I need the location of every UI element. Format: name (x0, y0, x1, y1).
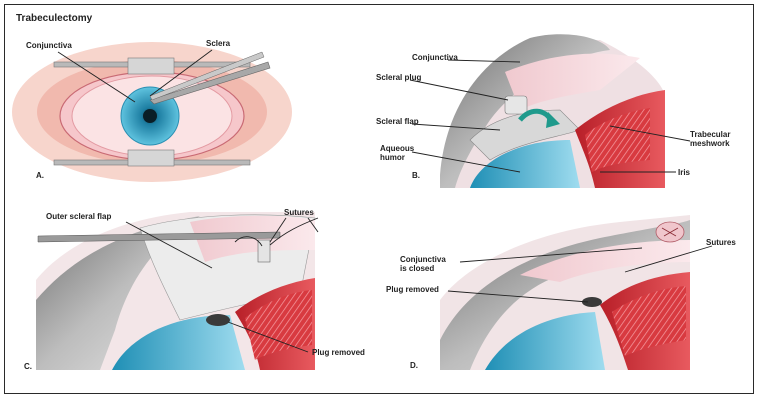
label-b-aqueous-2: humor (380, 153, 405, 162)
panel-d-aqueous (485, 312, 605, 370)
label-b-conjunctiva: Conjunctiva (412, 53, 458, 62)
label-c-outer-scleral-flap: Outer scleral flap (46, 212, 111, 221)
panel-c-gray-fold (36, 216, 200, 370)
panel-c-letter: C. (24, 362, 32, 371)
label-b-scleral-plug: Scleral plug (376, 73, 421, 82)
panel-c-opening (206, 314, 230, 326)
panel-b-letter: B. (412, 171, 420, 180)
label-b-trabecular-2: meshwork (690, 139, 730, 148)
panel-c-forceps (37, 231, 281, 243)
panel-a-letter: A. (36, 171, 44, 180)
label-c-sutures: Sutures (284, 208, 314, 217)
panel-b-scleral-plug (504, 95, 528, 115)
label-d-sutures: Sutures (706, 238, 736, 247)
panel-b-conjunctiva (505, 53, 640, 110)
label-d-conjunctiva-1: Conjunctiva (400, 255, 446, 264)
panel-a-forceps (149, 61, 271, 105)
label-b-scleral-flap: Scleral flap (376, 117, 419, 126)
panel-a: Conjunctiva Sclera A. (12, 39, 292, 182)
panel-a-pupil (143, 109, 157, 123)
label-a-sclera: Sclera (206, 39, 231, 48)
panel-d: Conjunctiva is closed Sutures Plug remov… (386, 215, 736, 370)
label-b-iris: Iris (678, 168, 691, 177)
panel-b-trabecular-meshwork (585, 108, 650, 172)
label-d-conjunctiva-2: is closed (400, 264, 434, 273)
panel-d-letter: D. (410, 361, 418, 370)
label-b-trabecular-1: Trabecular (690, 130, 730, 139)
panel-b-conjunctiva-fold (440, 34, 610, 188)
panel-d-suture-site (655, 221, 685, 243)
figure-title: Trabeculectomy (16, 13, 93, 24)
panel-c-aqueous (112, 315, 245, 370)
panel-b-aqueous-humor (470, 140, 580, 188)
label-a-conjunctiva: Conjunctiva (26, 41, 72, 50)
panel-c: Outer scleral flap Sutures Plug removed … (24, 208, 365, 371)
label-d-plug-removed: Plug removed (386, 285, 439, 294)
panel-d-opening (582, 297, 602, 307)
panel-c-suture-knot (257, 239, 271, 263)
label-c-plug-removed: Plug removed (312, 348, 365, 357)
label-b-aqueous-1: Aqueous (380, 144, 415, 153)
panel-b: Conjunctiva Scleral plug Scleral flap Aq… (376, 34, 730, 188)
